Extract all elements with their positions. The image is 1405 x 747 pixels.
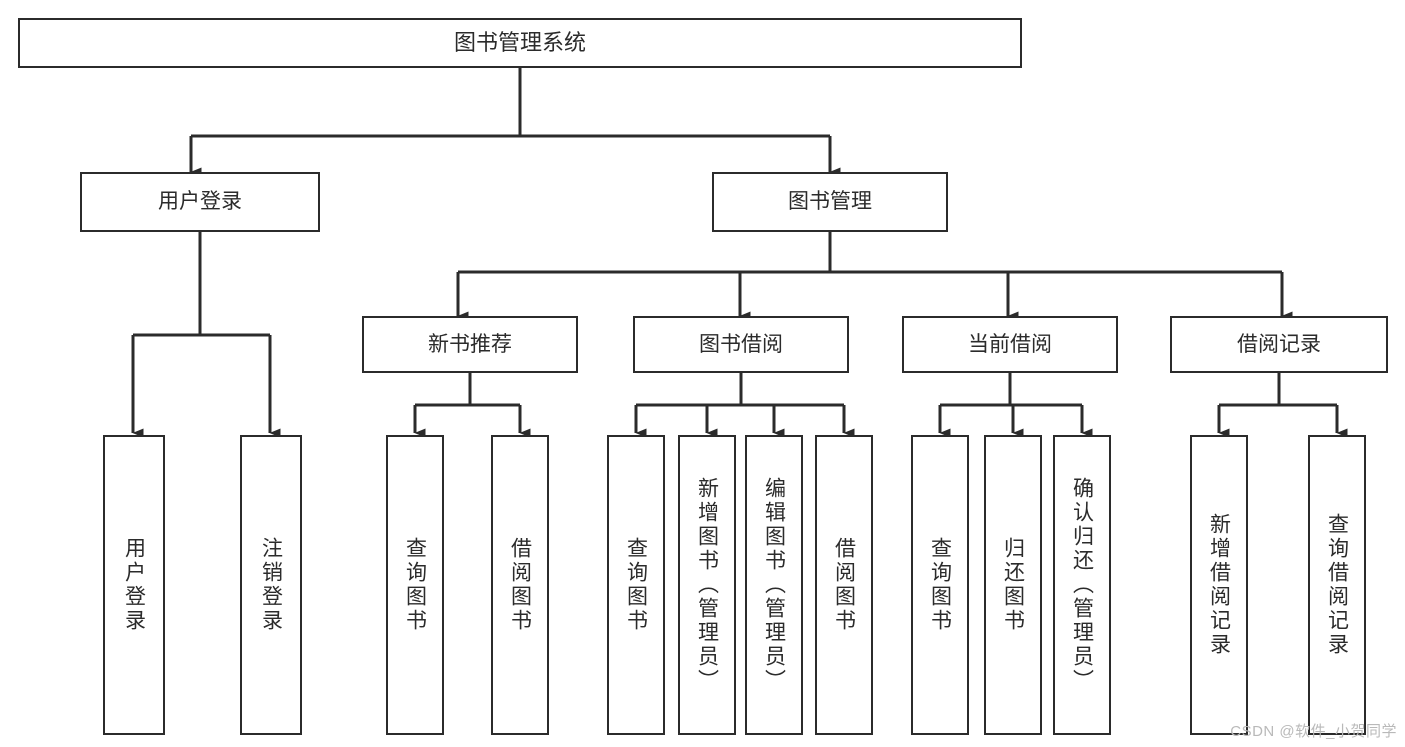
node-label: 确认归还（管理员）	[1070, 477, 1094, 693]
leaf-leaf-confirm-return[interactable]: 确认归还（管理员）	[1053, 435, 1111, 735]
leaf-leaf-query-book-2[interactable]: 查询图书	[607, 435, 665, 735]
node-label: 用户登录	[158, 190, 242, 214]
leaf-leaf-return-book[interactable]: 归还图书	[984, 435, 1042, 735]
node-label: 图书借阅	[699, 332, 783, 356]
node-label: 归还图书	[1001, 537, 1025, 633]
leaf-leaf-query-book-1[interactable]: 查询图书	[386, 435, 444, 735]
leaf-leaf-user-login[interactable]: 用户登录	[103, 435, 165, 735]
leaf-leaf-add-book[interactable]: 新增图书（管理员）	[678, 435, 736, 735]
node-root[interactable]: 图书管理系统	[18, 18, 1022, 68]
node-label: 借阅图书	[832, 537, 856, 633]
leaf-leaf-edit-book[interactable]: 编辑图书（管理员）	[745, 435, 803, 735]
leaf-leaf-query-book-3[interactable]: 查询图书	[911, 435, 969, 735]
node-current-borrow[interactable]: 当前借阅	[902, 316, 1118, 373]
node-label: 新书推荐	[428, 332, 512, 356]
watermark-label: CSDN @软件_小贺同学	[1230, 723, 1397, 740]
node-borrow-record[interactable]: 借阅记录	[1170, 316, 1388, 373]
leaf-leaf-borrow-book-2[interactable]: 借阅图书	[815, 435, 873, 735]
node-label: 编辑图书（管理员）	[762, 477, 786, 693]
node-label: 图书管理	[788, 190, 872, 214]
node-label: 查询图书	[403, 537, 427, 633]
node-label: 借阅图书	[508, 537, 532, 633]
node-label: 用户登录	[122, 537, 146, 633]
node-label: 借阅记录	[1237, 332, 1321, 356]
node-label: 查询图书	[928, 537, 952, 633]
node-label: 注销登录	[259, 537, 283, 633]
node-label: 查询借阅记录	[1325, 513, 1349, 657]
node-new-book-recommend[interactable]: 新书推荐	[362, 316, 578, 373]
node-book-manage[interactable]: 图书管理	[712, 172, 948, 232]
leaf-leaf-query-record[interactable]: 查询借阅记录	[1308, 435, 1366, 735]
node-label: 新增图书（管理员）	[695, 477, 719, 693]
leaf-leaf-borrow-book-1[interactable]: 借阅图书	[491, 435, 549, 735]
node-label: 查询图书	[624, 537, 648, 633]
leaf-leaf-add-record[interactable]: 新增借阅记录	[1190, 435, 1248, 735]
node-label: 图书管理系统	[453, 29, 586, 55]
node-user-login[interactable]: 用户登录	[80, 172, 320, 232]
node-book-borrow[interactable]: 图书借阅	[633, 316, 849, 373]
leaf-leaf-user-logout[interactable]: 注销登录	[240, 435, 302, 735]
node-label: 当前借阅	[968, 332, 1052, 356]
node-label: 新增借阅记录	[1207, 513, 1231, 657]
